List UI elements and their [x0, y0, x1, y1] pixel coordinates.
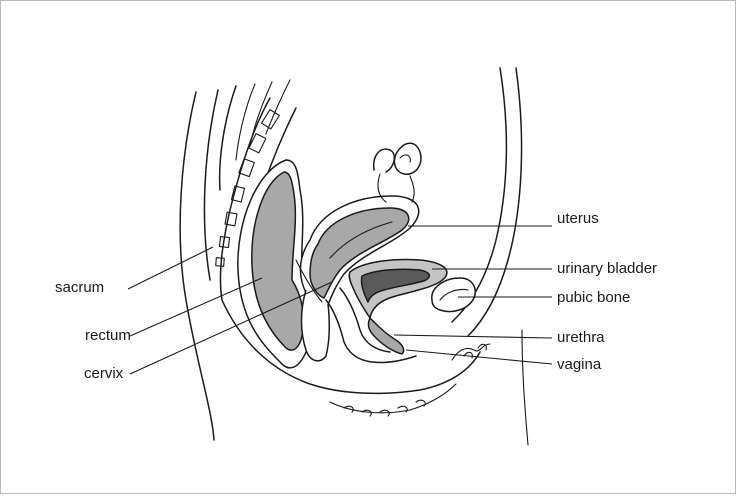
label-urethra: urethra	[557, 329, 605, 347]
label-uterus: uterus	[557, 210, 599, 228]
label-vagina: vagina	[557, 356, 601, 374]
label-pubic-bone: pubic bone	[557, 289, 630, 307]
label-sacrum: sacrum	[55, 279, 104, 297]
label-urinary-bladder: urinary bladder	[557, 260, 657, 278]
label-rectum: rectum	[85, 327, 131, 345]
label-cervix: cervix	[84, 365, 123, 383]
